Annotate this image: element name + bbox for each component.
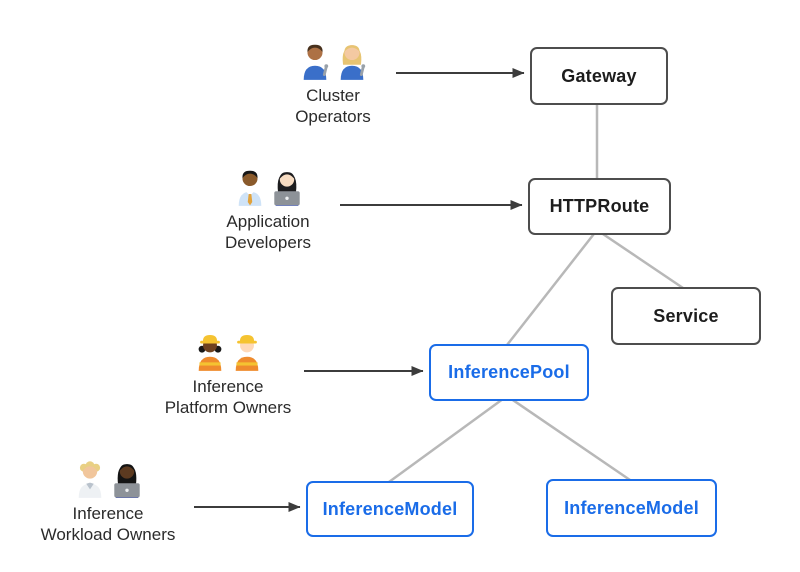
connector-httproute-inferencepool xyxy=(506,229,598,346)
persona-label-line: Cluster xyxy=(306,86,360,105)
persona-label-line: Operators xyxy=(295,107,371,126)
node-label: HTTPRoute xyxy=(549,196,650,216)
node-inferencemodel-left: InferenceModel xyxy=(306,481,474,537)
node-service: Service xyxy=(611,287,761,345)
persona-icons xyxy=(299,41,368,81)
persona-label-line: Platform Owners xyxy=(164,398,292,417)
persona-label-line: Inference xyxy=(192,377,264,396)
persona-cluster-operators: Cluster Operators xyxy=(243,41,423,127)
persona-inference-workload-owners: Inference Workload Owners xyxy=(8,459,208,545)
node-label: Gateway xyxy=(561,65,637,86)
woman-mechanic-icon xyxy=(340,45,365,80)
health-worker-icon xyxy=(78,461,101,498)
node-label: InferencePool xyxy=(448,362,570,382)
connector-httproute-service xyxy=(596,228,684,290)
man-office-worker-icon xyxy=(238,170,261,206)
node-gateway: Gateway xyxy=(530,47,668,105)
woman-technologist-icon xyxy=(273,172,300,206)
connector-inferencepool-inferencemodel-right xyxy=(506,394,631,482)
node-inferencepool: InferencePool xyxy=(429,344,589,401)
node-inferencemodel-right: InferenceModel xyxy=(546,479,717,537)
persona-application-developers: Application Developers xyxy=(178,167,358,253)
persona-icons xyxy=(234,167,303,207)
technologist-icon xyxy=(113,464,140,498)
persona-label-line: Developers xyxy=(225,233,311,252)
node-label: Service xyxy=(653,305,719,326)
persona-label-line: Inference xyxy=(72,504,144,523)
persona-icons xyxy=(194,332,263,372)
persona-icons xyxy=(74,459,143,499)
persona-label-line: Workload Owners xyxy=(40,525,176,544)
man-mechanic-icon xyxy=(303,44,328,80)
persona-label-line: Application xyxy=(226,212,310,231)
node-label: InferenceModel xyxy=(564,497,699,518)
node-label: InferenceModel xyxy=(322,498,458,519)
node-httproute: HTTPRoute xyxy=(528,178,671,235)
man-construction-worker-icon xyxy=(235,335,258,371)
persona-inference-platform-owners: Inference Platform Owners xyxy=(128,332,328,418)
connector-inferencepool-inferencemodel-left xyxy=(388,394,508,484)
woman-construction-worker-icon xyxy=(198,335,221,371)
